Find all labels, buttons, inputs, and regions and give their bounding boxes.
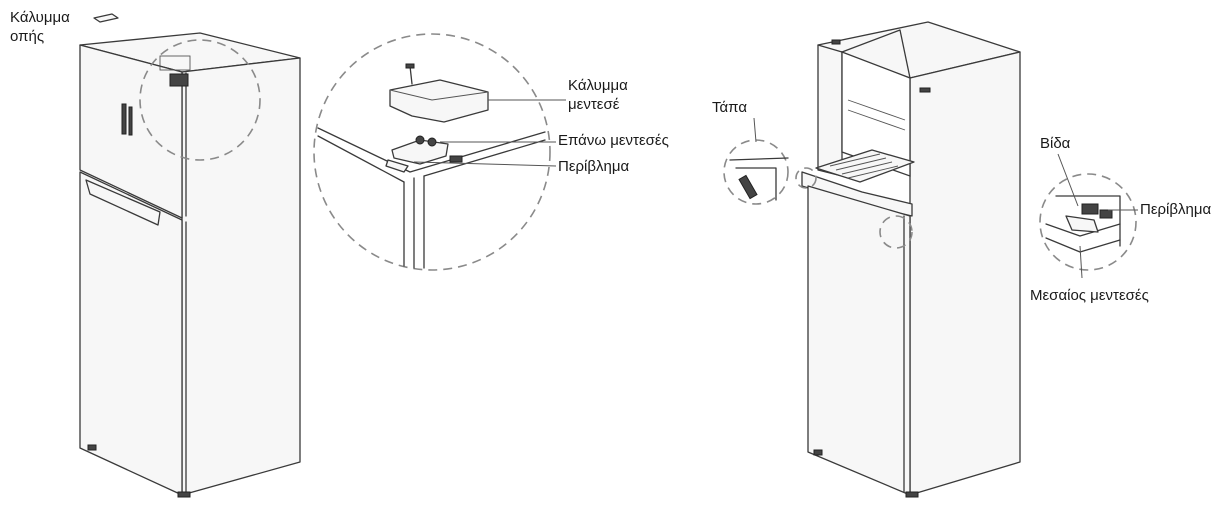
right-fridge-freezer-cavity bbox=[841, 51, 911, 177]
right-fridge-shelf bbox=[815, 149, 915, 183]
hole-cover-part bbox=[93, 13, 119, 23]
left-fridge-top-hinge bbox=[169, 73, 189, 87]
left-fridge-detail-circle bbox=[139, 39, 261, 161]
middle-hinge-part bbox=[1065, 215, 1099, 233]
left-fridge bbox=[79, 32, 301, 498]
hinge-cover-part bbox=[389, 79, 489, 123]
label-top-hinge: Επάνω μεντεσές bbox=[558, 132, 669, 149]
label-hole-cover: Κάλυμμα οπής bbox=[10, 9, 70, 45]
label-housing-right: Περίβλημα bbox=[1140, 201, 1212, 218]
label-plug: Τάπα bbox=[712, 99, 747, 116]
label-housing-left: Περίβλημα bbox=[558, 158, 630, 175]
right-fridge bbox=[795, 21, 1021, 498]
top-hinge-detail bbox=[313, 33, 551, 271]
middle-hinge-detail bbox=[1039, 173, 1137, 271]
left-fridge-side bbox=[181, 57, 301, 496]
right-fridge-door-bar bbox=[801, 171, 913, 217]
plug-part bbox=[738, 174, 758, 200]
housing-part bbox=[385, 159, 409, 173]
right-fridge-side bbox=[909, 51, 1021, 496]
left-fridge-handle-lower bbox=[85, 179, 161, 226]
right-fridge-lower-door bbox=[807, 185, 911, 496]
top-hinge-detail-circle bbox=[313, 33, 551, 271]
screw-part bbox=[1081, 203, 1099, 215]
label-hinge-cover: Κάλυμμα μεντεσέ bbox=[568, 77, 628, 113]
left-fridge-handle-upper bbox=[121, 103, 127, 135]
label-screw: Βίδα bbox=[1040, 135, 1071, 152]
label-middle-hinge: Μεσαίος μεντεσές bbox=[1030, 287, 1149, 304]
middle-hinge-detail-circle bbox=[1039, 173, 1137, 271]
plug-detail bbox=[723, 139, 789, 205]
